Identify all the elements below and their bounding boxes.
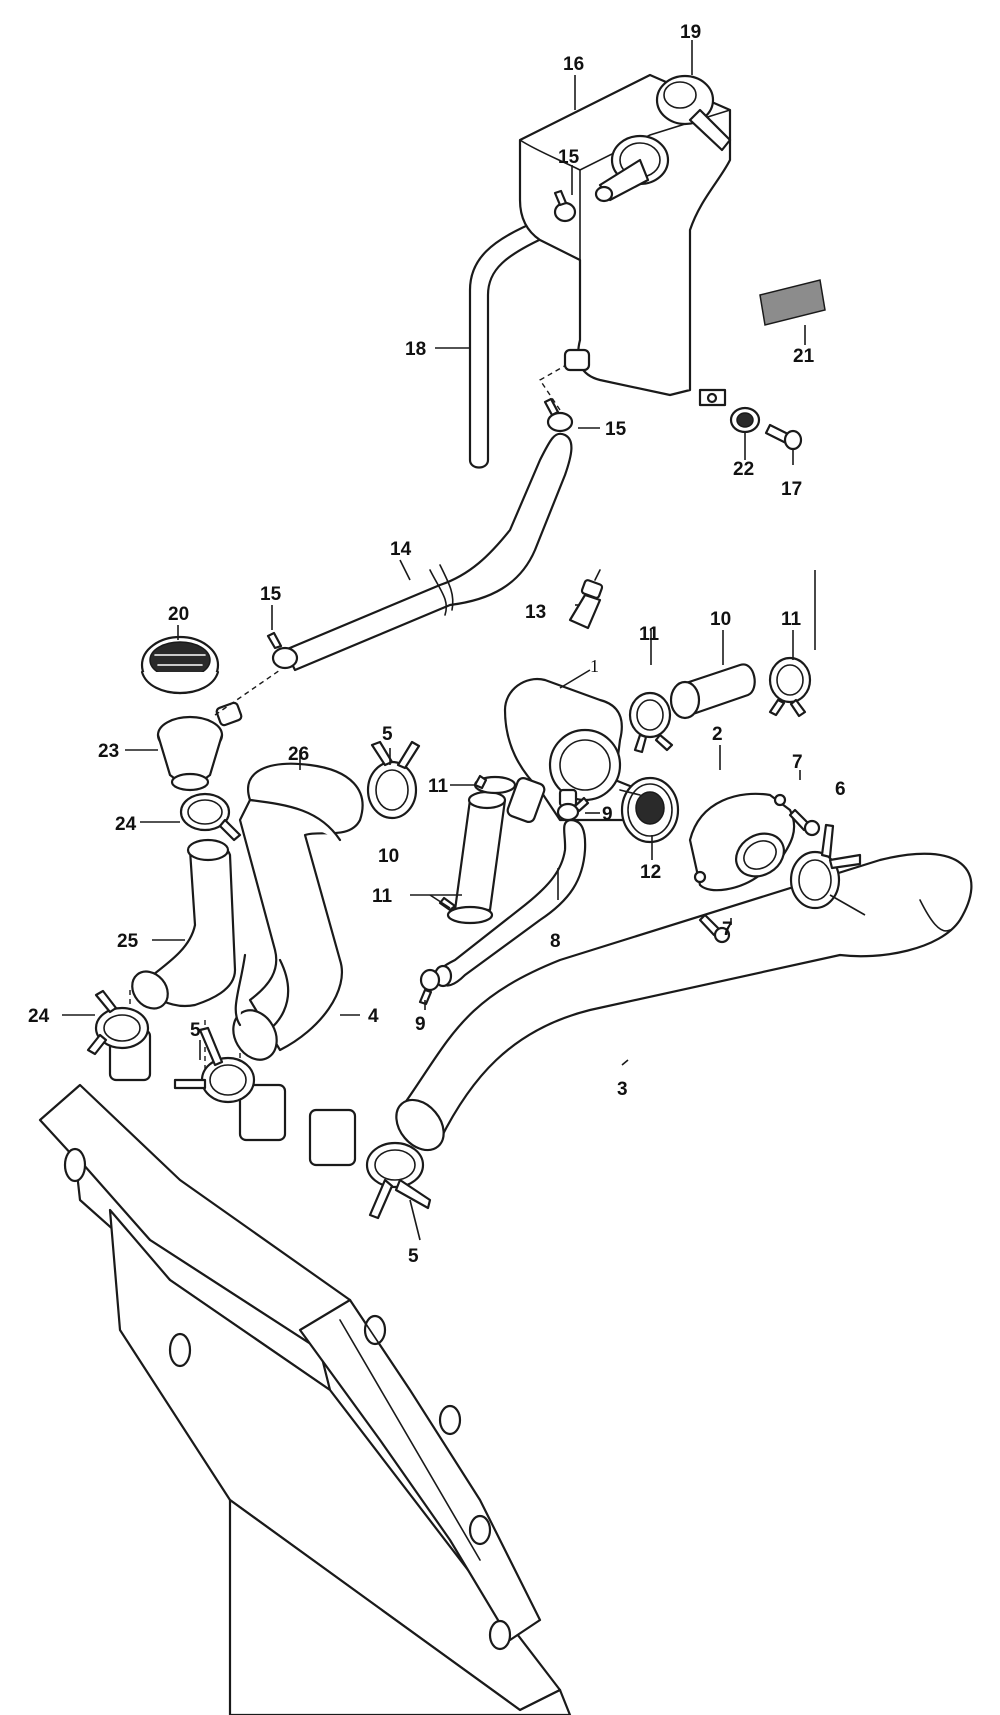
callout-2: 2 xyxy=(712,724,723,745)
callout-6: 6 xyxy=(835,779,846,800)
tank-cap-19 xyxy=(655,74,732,152)
callout-24-upper: 24 xyxy=(115,814,137,835)
clamp-24-upper xyxy=(179,792,242,842)
callout-14: 14 xyxy=(390,539,412,560)
callout-3: 3 xyxy=(617,1079,628,1100)
clamp-11-upper-right xyxy=(768,656,812,718)
callout-17: 17 xyxy=(781,479,802,500)
callout-20: 20 xyxy=(168,604,189,625)
callout-7-lower: 7 xyxy=(722,919,733,940)
callout-12: 12 xyxy=(640,862,661,883)
callout-15-low: 15 xyxy=(260,584,282,605)
pad-21 xyxy=(759,279,826,326)
clamp-15-lower xyxy=(266,631,299,670)
callout-11-upper-right: 11 xyxy=(781,609,802,630)
reservoir-tank-16 xyxy=(518,73,732,407)
callout-4: 4 xyxy=(368,1006,379,1027)
hose-18 xyxy=(468,218,552,469)
callout-24-lower: 24 xyxy=(28,1006,50,1027)
clamp-11-lower-bottom xyxy=(438,896,494,925)
radiator-cap-20 xyxy=(140,635,220,695)
callout-9-lower: 9 xyxy=(415,1014,426,1035)
callout-10-upper: 10 xyxy=(710,609,731,630)
callout-26: 26 xyxy=(288,744,309,765)
clamp-11-lower-top xyxy=(473,774,517,795)
clamp-5-lower xyxy=(365,1141,432,1220)
callout-8: 8 xyxy=(550,931,561,952)
callout-19: 19 xyxy=(680,22,701,43)
clamp-15-mid xyxy=(543,397,574,433)
callout-22: 22 xyxy=(733,459,754,480)
callout-1: 1 xyxy=(590,656,599,676)
water-outlet-2 xyxy=(688,792,796,892)
hose-10-upper xyxy=(669,663,756,720)
leader-lines xyxy=(62,40,816,1241)
callout-5-lower: 5 xyxy=(408,1246,419,1267)
filler-neck-23 xyxy=(156,701,243,792)
clamp-9-lower xyxy=(418,968,441,1006)
callout-15-mid: 15 xyxy=(605,419,627,440)
hose-3 xyxy=(395,852,973,1152)
radiator xyxy=(38,990,572,1715)
hose-10-lower xyxy=(453,790,507,912)
callout-21: 21 xyxy=(793,346,815,367)
bolt-7-upper xyxy=(788,808,821,837)
clamp-9-upper xyxy=(556,796,590,822)
hose-4-26 xyxy=(232,762,364,1061)
clamp-6 xyxy=(789,823,866,916)
callout-16: 16 xyxy=(563,54,584,75)
callout-5-upper: 5 xyxy=(382,724,393,745)
hose-25 xyxy=(131,838,237,1010)
callout-25: 25 xyxy=(117,931,139,952)
callout-18: 18 xyxy=(405,339,426,360)
callout-9-upper: 9 xyxy=(602,804,613,825)
clamp-11-upper-left xyxy=(628,691,674,754)
callout-11-lower-top: 11 xyxy=(428,776,449,797)
clamp-5-upper xyxy=(366,740,421,820)
callout-10-lower: 10 xyxy=(378,846,399,867)
thermostat-12 xyxy=(620,776,680,844)
callout-7-upper: 7 xyxy=(792,752,803,773)
bolt-17 xyxy=(764,423,803,451)
callout-23: 23 xyxy=(98,741,119,762)
callouts: 16 19 15 18 15 21 22 17 14 15 20 13 10 1… xyxy=(28,22,846,1267)
bolt-7-lower xyxy=(698,913,731,944)
thermostat-housing-1 xyxy=(503,677,642,823)
callout-13: 13 xyxy=(525,602,546,623)
hose-14 xyxy=(283,432,573,672)
callout-11-upper-left: 11 xyxy=(639,624,660,645)
clamp-24-lower xyxy=(86,989,150,1056)
clamp-5-mid xyxy=(173,1026,256,1104)
grommet-22 xyxy=(729,406,761,434)
clamp-15-upper xyxy=(553,189,577,223)
callout-11-lower-bottom: 11 xyxy=(372,886,393,907)
temp-sensor-13 xyxy=(568,569,604,630)
callout-15-top: 15 xyxy=(558,147,580,168)
callout-5-mid: 5 xyxy=(190,1020,201,1041)
